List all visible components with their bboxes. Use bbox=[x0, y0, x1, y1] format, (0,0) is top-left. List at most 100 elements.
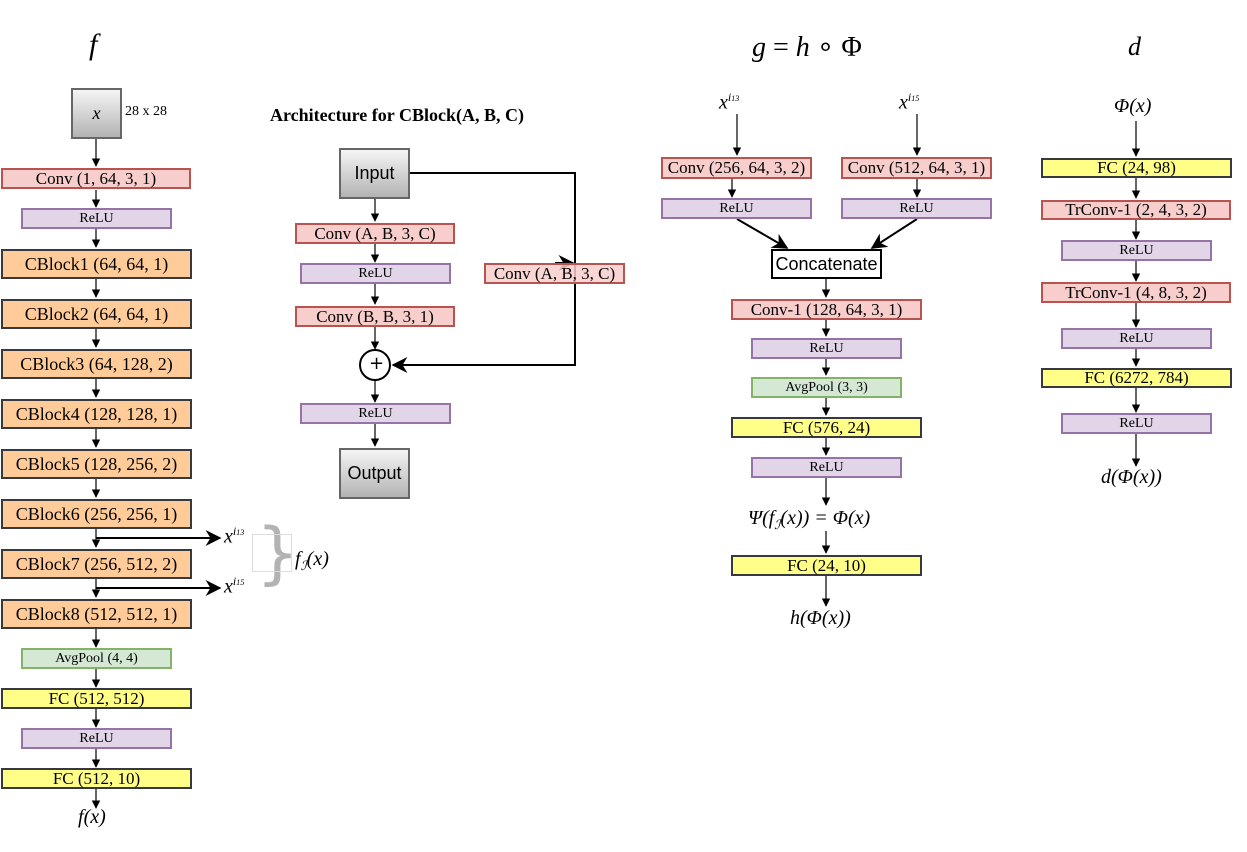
f-output-label: f(x) bbox=[78, 806, 106, 829]
g-relu-a: ReLU bbox=[661, 198, 812, 219]
paren-close: ) bbox=[844, 607, 851, 629]
index-15: 15 bbox=[911, 94, 920, 103]
f-layer-cblock6: CBlock6 (256, 256, 1) bbox=[1, 499, 192, 529]
f-input-node: x bbox=[71, 88, 122, 139]
f-layer-relu: ReLU bbox=[21, 208, 172, 229]
subset-label: fℐ(x) bbox=[295, 548, 329, 574]
g-embedding-equation: Ψ(fℐ(x)) = Φ(x) bbox=[748, 507, 870, 533]
x-symbol: x bbox=[719, 91, 728, 114]
f-layer-cblock5: CBlock5 (128, 256, 2) bbox=[1, 449, 192, 479]
f-layer-relu2: ReLU bbox=[21, 728, 172, 749]
g-concatenate: Concatenate bbox=[771, 249, 882, 279]
f-fn-symbol: f bbox=[768, 507, 775, 529]
f-layer-cblock2: CBlock2 (64, 64, 1) bbox=[1, 299, 192, 329]
phi-symbol: Φ bbox=[1114, 95, 1130, 117]
x-arg: (x) bbox=[1129, 95, 1152, 117]
i-symbol: i bbox=[232, 574, 237, 588]
cblock-skip-conv: Conv (A, B, 3, C) bbox=[484, 263, 625, 284]
x-symbol: x bbox=[313, 548, 323, 570]
psi-symbol: Ψ bbox=[748, 507, 763, 529]
phi-symbol: Φ bbox=[1117, 466, 1133, 488]
f-fn-symbol: f bbox=[78, 806, 84, 828]
d-trconv2: TrConv-1 (4, 8, 3, 2) bbox=[1041, 282, 1231, 303]
paren-close: ) bbox=[322, 548, 329, 570]
equals-symbol: = bbox=[814, 507, 828, 529]
x-symbol: x bbox=[90, 806, 100, 828]
d-output-label: d(Φ(x)) bbox=[1101, 466, 1162, 489]
x-arg: (x) bbox=[848, 507, 871, 529]
h-symbol: h bbox=[790, 607, 800, 629]
phi-symbol: Φ bbox=[841, 32, 862, 63]
g-fc1: FC (576, 24) bbox=[731, 417, 922, 438]
cblock-input-node: Input bbox=[339, 148, 410, 199]
g-input-x-i13: xi13 bbox=[719, 90, 739, 115]
paren-open: ( bbox=[83, 806, 91, 828]
f-fn-symbol: f bbox=[295, 548, 301, 570]
f-layer-cblock3: CBlock3 (64, 128, 2) bbox=[1, 349, 192, 379]
g-avgpool: AvgPool (3, 3) bbox=[751, 377, 902, 398]
g-conv-a: Conv (256, 64, 3, 2) bbox=[661, 157, 812, 179]
x-arg: (x) bbox=[780, 507, 803, 529]
paren-close: ) bbox=[802, 507, 810, 529]
subset-brace: } bbox=[256, 514, 300, 593]
d-input-label: Φ(x) bbox=[1114, 95, 1151, 118]
i-symbol: i bbox=[727, 90, 732, 104]
i-symbol: i bbox=[907, 90, 912, 104]
phi-symbol: Φ bbox=[806, 607, 822, 629]
f-layer-avgpool: AvgPool (4, 4) bbox=[21, 648, 172, 669]
x-symbol: x bbox=[899, 91, 908, 114]
g-relu-b: ReLU bbox=[841, 198, 992, 219]
cblock-output-node: Output bbox=[339, 448, 410, 499]
index-15: 15 bbox=[236, 578, 245, 587]
g-output-label: h(Φ(x)) bbox=[790, 607, 851, 630]
f-layer-cblock1: CBlock1 (64, 64, 1) bbox=[1, 249, 192, 279]
cblock-relu2: ReLU bbox=[300, 403, 451, 424]
x-symbol: x bbox=[224, 575, 233, 598]
f-layer-conv: Conv (1, 64, 3, 1) bbox=[1, 168, 191, 189]
cblock-conv1: Conv (A, B, 3, C) bbox=[295, 223, 455, 244]
i-calligraphic: ℐ bbox=[300, 558, 307, 573]
cblock-title: Architecture for CBlock(A, B, C) bbox=[270, 105, 524, 125]
f-input-size: 28 x 28 bbox=[125, 104, 167, 119]
paren-open: ( bbox=[306, 548, 314, 570]
x-symbol: x bbox=[224, 525, 233, 548]
cblock-relu1: ReLU bbox=[300, 263, 451, 284]
f-layer-cblock4: CBlock4 (128, 128, 1) bbox=[1, 399, 192, 429]
x-arg: (x) bbox=[1132, 466, 1156, 488]
x-arg: (x) bbox=[821, 607, 845, 629]
g-fc2: FC (24, 10) bbox=[731, 555, 922, 576]
i-symbol: i bbox=[232, 524, 237, 538]
d-fc1: FC (24, 98) bbox=[1041, 158, 1232, 178]
g-conv-b: Conv (512, 64, 3, 1) bbox=[841, 157, 992, 179]
d-relu3: ReLU bbox=[1061, 413, 1212, 434]
d-network-header: d bbox=[1128, 32, 1141, 61]
tap-x-i13-label: xi13 bbox=[224, 524, 244, 549]
paren-close: ) bbox=[99, 806, 106, 828]
compose-symbol: ∘ bbox=[816, 32, 835, 63]
d-relu1: ReLU bbox=[1061, 240, 1212, 261]
d-trconv1: TrConv-1 (2, 4, 3, 2) bbox=[1041, 200, 1231, 220]
paren-close: ) bbox=[1155, 466, 1162, 488]
g-relu4: ReLU bbox=[751, 457, 902, 478]
phi-symbol: Φ bbox=[832, 507, 849, 529]
index-13: 13 bbox=[731, 94, 740, 103]
f-layer-cblock8: CBlock8 (512, 512, 1) bbox=[1, 599, 192, 629]
g-conv-transpose: Conv-1 (128, 64, 3, 1) bbox=[731, 299, 922, 320]
f-layer-fc1: FC (512, 512) bbox=[1, 688, 192, 709]
g-input-x-i15: xi15 bbox=[899, 90, 919, 115]
f-network-header: f bbox=[89, 28, 98, 61]
i-calligraphic: ℐ bbox=[774, 517, 781, 532]
equals-symbol: = bbox=[773, 32, 789, 63]
h-symbol: h bbox=[795, 32, 810, 63]
d-symbol: d bbox=[1101, 466, 1111, 488]
paren-open: ( bbox=[762, 507, 769, 529]
f-layer-fc2: FC (512, 10) bbox=[1, 768, 192, 789]
tap-x-i15-label: xi15 bbox=[224, 574, 244, 599]
cblock-conv2: Conv (B, B, 3, 1) bbox=[295, 306, 455, 327]
d-relu2: ReLU bbox=[1061, 328, 1212, 349]
f-layer-cblock7: CBlock7 (256, 512, 2) bbox=[1, 549, 192, 579]
subset-brace-frame bbox=[252, 534, 292, 572]
g-network-header: g = h ∘ Φ bbox=[752, 30, 862, 64]
g-relu3: ReLU bbox=[751, 338, 902, 359]
